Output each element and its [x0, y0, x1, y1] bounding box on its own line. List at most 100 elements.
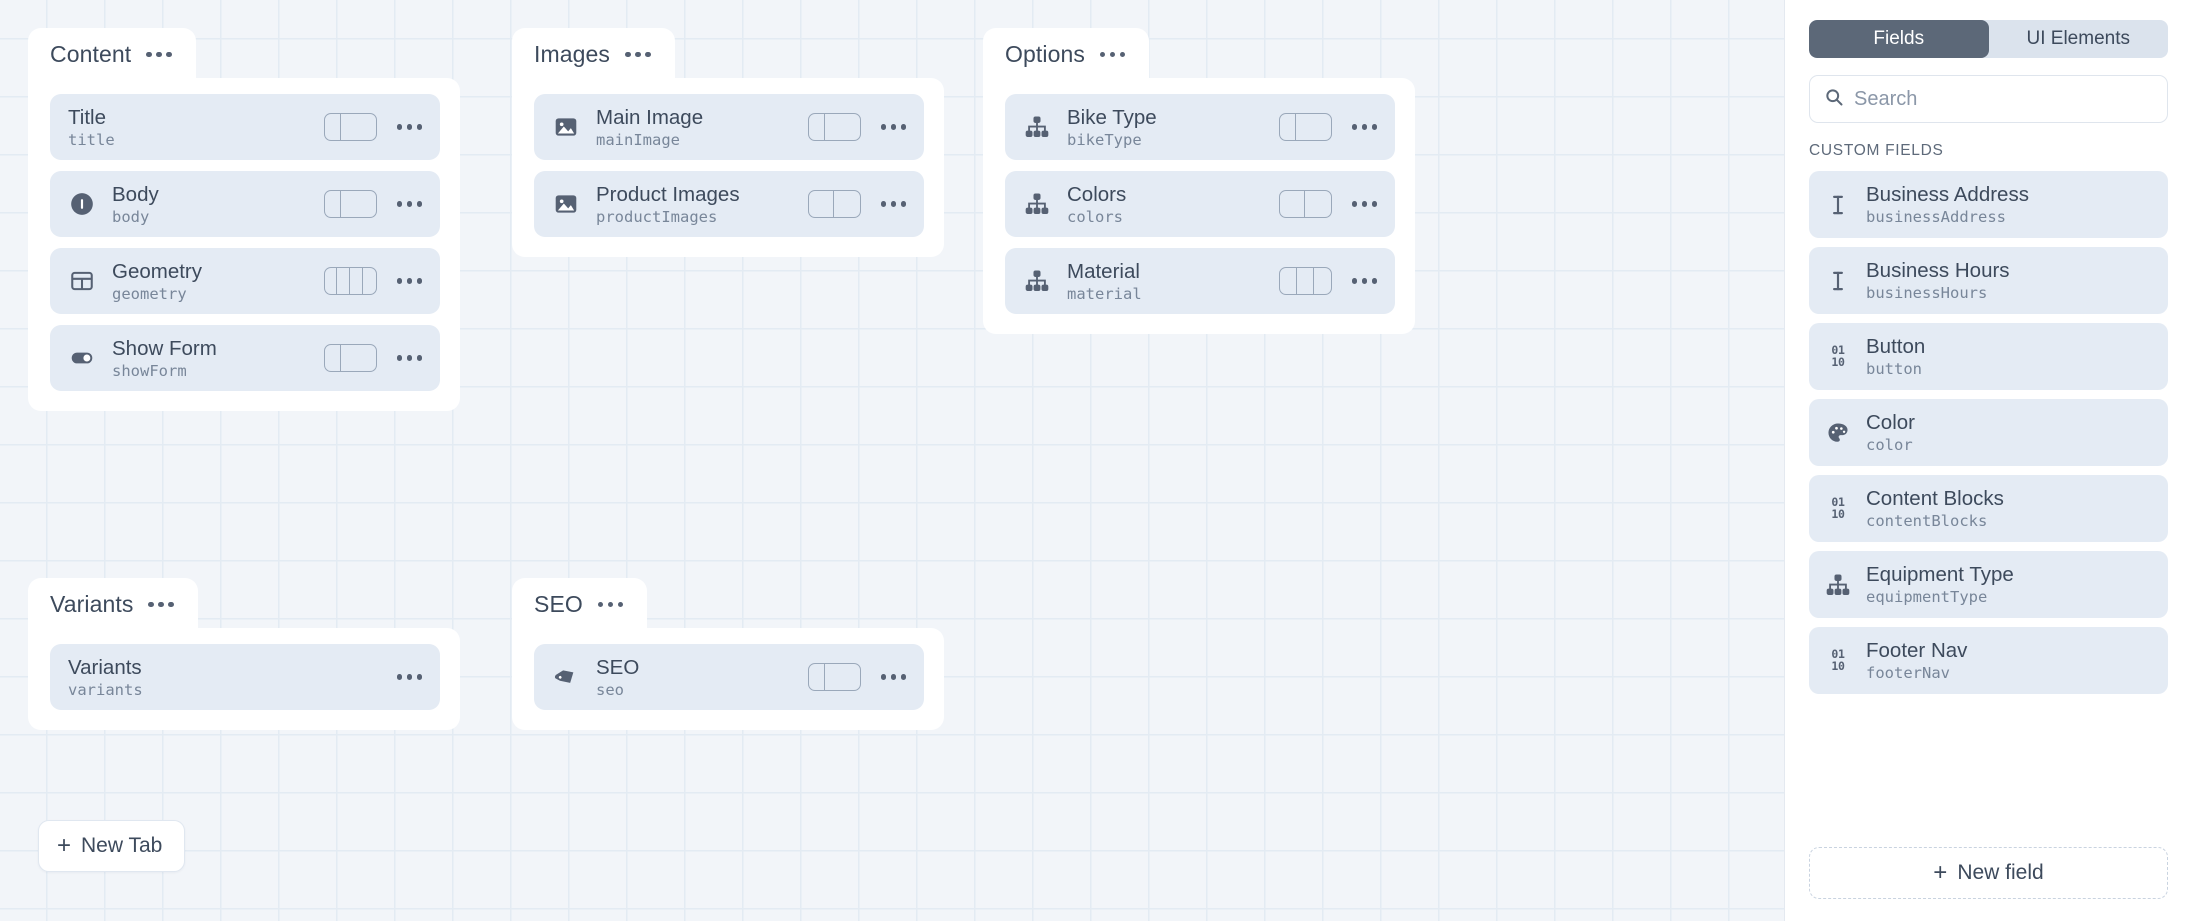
field-key: material — [1067, 284, 1142, 303]
image-icon — [552, 113, 580, 141]
ellipsis-icon[interactable] — [1350, 274, 1380, 288]
ellipsis-icon[interactable] — [395, 197, 425, 211]
ellipsis-icon[interactable] — [1098, 48, 1128, 62]
ellipsis-icon[interactable] — [1350, 120, 1380, 134]
field-width-control[interactable] — [1278, 190, 1332, 218]
tab-ui-elements[interactable]: UI Elements — [1989, 20, 2169, 58]
custom-field-label: Color — [1866, 411, 1915, 434]
custom-field-key: button — [1866, 360, 1922, 378]
tab-header-images[interactable]: Images — [512, 28, 675, 80]
field-width-control[interactable] — [807, 113, 861, 141]
ellipsis-icon[interactable] — [879, 670, 909, 684]
custom-field-label: Equipment Type — [1866, 563, 2014, 586]
field-width-control[interactable] — [1278, 113, 1332, 141]
tab-title: Content — [50, 41, 132, 67]
ellipsis-icon[interactable] — [879, 197, 909, 211]
new-tab-button[interactable]: + New Tab — [38, 820, 186, 872]
ellipsis-icon[interactable] — [879, 120, 909, 134]
custom-field-key: color — [1866, 436, 1913, 454]
field-width-control[interactable] — [1278, 267, 1332, 295]
new-tab-label: New Tab — [81, 834, 163, 857]
ellipsis-icon[interactable] — [596, 598, 626, 612]
panel-tab-switcher[interactable]: Fields UI Elements — [1809, 20, 2168, 58]
ellipsis-icon[interactable] — [144, 48, 174, 62]
field-key: body — [112, 207, 150, 226]
ellipsis-icon[interactable] — [395, 351, 425, 365]
custom-field-label: Button — [1866, 335, 1926, 358]
search-box[interactable] — [1809, 75, 2168, 123]
rich-text-icon — [68, 190, 96, 218]
tab-header-options[interactable]: Options — [983, 28, 1150, 80]
ellipsis-icon[interactable] — [146, 598, 176, 612]
new-field-label: New field — [1957, 861, 2044, 884]
field-width-control[interactable] — [323, 113, 377, 141]
plus-icon: + — [57, 832, 72, 859]
ellipsis-icon[interactable] — [623, 48, 653, 62]
tab-fields[interactable]: Fields — [1809, 20, 1989, 58]
custom-field-key: footerNav — [1866, 664, 1950, 682]
tab-title: Options — [1005, 41, 1085, 67]
tab-header-variants[interactable]: Variants — [28, 578, 198, 630]
field-key: geometry — [112, 284, 187, 303]
field-width-control[interactable] — [323, 190, 377, 218]
custom-field-text: Equipment Type equipmentType — [1866, 562, 2014, 607]
field-width-control[interactable] — [323, 267, 377, 295]
field-controls — [1278, 190, 1380, 218]
ellipsis-icon[interactable] — [1350, 197, 1380, 211]
ellipsis-icon[interactable] — [395, 274, 425, 288]
search-input[interactable] — [1854, 87, 2153, 111]
custom-field-item[interactable]: Equipment Type equipmentType — [1809, 551, 2168, 618]
new-field-button[interactable]: + New field — [1809, 847, 2168, 899]
custom-field-item[interactable]: Color color — [1809, 399, 2168, 466]
tab-title: SEO — [534, 591, 583, 617]
text-cursor-icon — [1825, 268, 1851, 294]
ellipsis-icon[interactable] — [395, 670, 425, 684]
tab-header-content[interactable]: Content — [28, 28, 196, 80]
field-width-control[interactable] — [807, 190, 861, 218]
custom-field-text: Color color — [1866, 410, 1915, 455]
field-width-control[interactable] — [323, 344, 377, 372]
field-controls — [1278, 113, 1380, 141]
custom-field-key: equipmentType — [1866, 588, 1988, 606]
tag-icon — [552, 663, 580, 691]
custom-field-key: contentBlocks — [1866, 512, 1988, 530]
ellipsis-icon[interactable] — [395, 120, 425, 134]
custom-field-label: Business Address — [1866, 183, 2029, 206]
tab-header-seo[interactable]: SEO — [512, 578, 648, 630]
field-width-control[interactable] — [807, 663, 861, 691]
field-label: Variants — [68, 655, 142, 679]
hierarchy-icon — [1023, 190, 1051, 218]
field-label: Show Form — [112, 336, 217, 360]
